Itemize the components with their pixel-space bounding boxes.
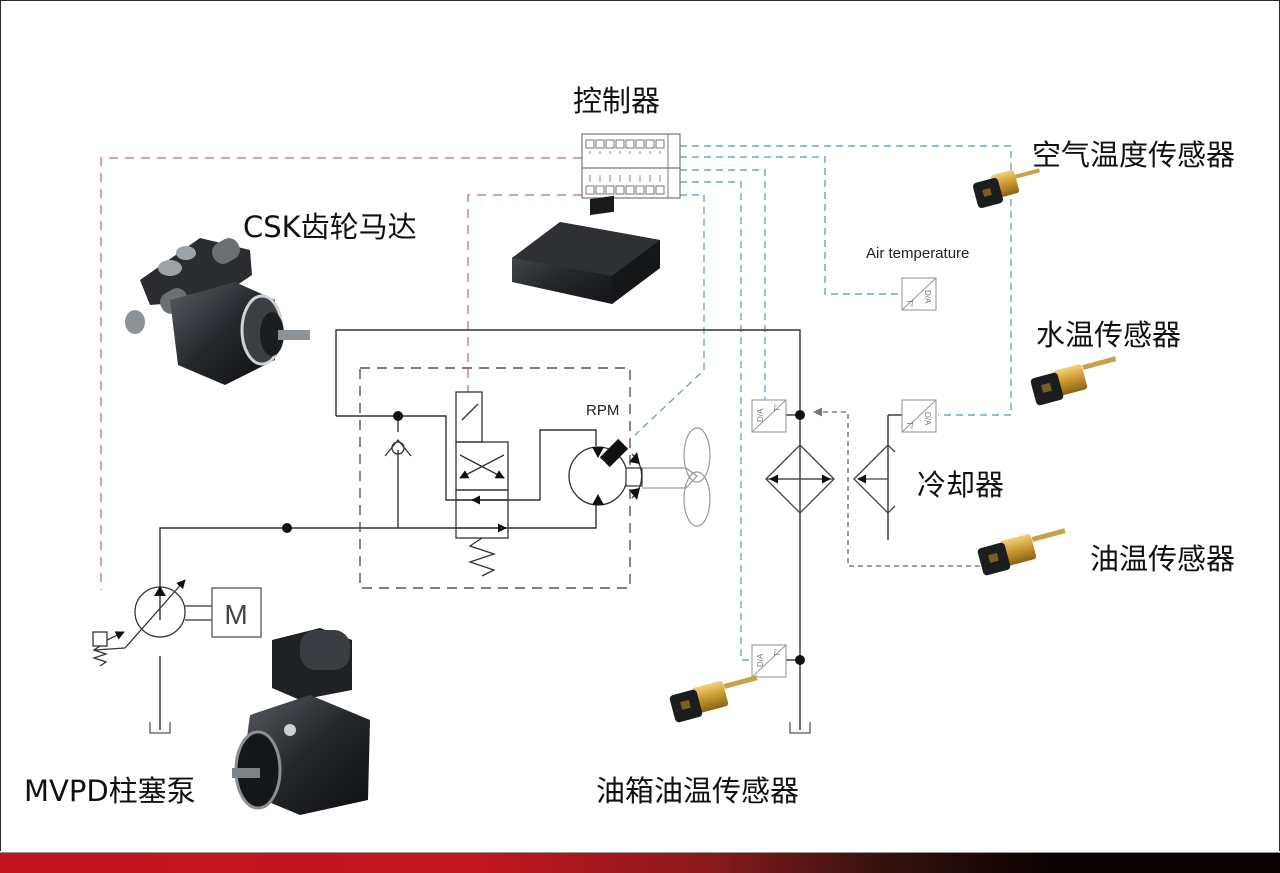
red-signal-lines [100,157,582,590]
signal-line-pump-control [100,157,582,590]
water-temp-sensor-label: 水温传感器 [1036,318,1182,352]
oil-temp-sensor-label: 油温传感器 [1090,542,1236,576]
signal-line-tank-temp [680,181,758,661]
da-converter-air [901,277,937,311]
da-label-air: D/A [923,290,932,304]
temp-label-oil: T° [773,404,782,412]
oil-temp-feedback-line [813,407,980,567]
ecu-box-icon[interactable] [512,195,660,304]
tank-icons [149,722,811,734]
cooler-icon [765,444,896,514]
signal-line-oil-temp [680,169,766,405]
temp-label-water: T° [905,421,914,429]
variable-pump-icon [91,579,212,667]
tank-icon-pump [149,722,171,734]
check-valve-icon [384,438,412,457]
oil-temp-sensor-photo[interactable] [977,528,1066,576]
motor-m-label: M [224,599,247,630]
signal-line-rpm [634,194,705,436]
air-temp-sensor-photo[interactable] [972,168,1040,209]
signal-line-valve-control [467,194,582,392]
controller-module-icon[interactable] [581,133,681,199]
da-label-water: D/A [923,412,932,426]
water-temp-sensor-photo[interactable] [1030,356,1117,406]
motor-supply-line [516,429,597,501]
pressure-line [159,504,597,620]
tank-oil-temp-sensor-label: 油箱油温传感器 [596,774,800,808]
junction-dots [282,410,805,665]
temp-label-tank: T° [773,649,782,657]
gear-motor-photo[interactable] [125,234,310,385]
da-label-oil: D/A [756,408,765,422]
fan-icon [642,427,711,527]
piston-pump-photo[interactable] [232,628,370,815]
line-to-valve-upper [336,415,516,501]
da-converter-tank [751,644,787,678]
electric-motor-icon [211,587,262,638]
signal-line-water-temp [680,145,1012,416]
da-label-tank: D/A [756,653,765,667]
controller-label: 控制器 [573,84,661,118]
tank-icon-cooler [789,722,811,734]
rpm-label: RPM [586,402,620,419]
rpm-sensor-icon [599,438,629,468]
proportional-valve-icon [455,391,509,577]
air-temperature-label: Air temperature [866,245,970,262]
da-converter-oil [751,399,787,433]
tank-oil-temp-sensor-photo[interactable] [669,675,758,723]
brand-footer-bar [0,852,1280,873]
blue-signal-lines [634,145,1012,661]
da-converter-water [901,399,937,433]
temp-label-air: T° [905,299,914,307]
return-line-top [335,329,801,416]
piston-pump-label: MVPD柱塞泵 [24,774,196,808]
air-temp-sensor-label: 空气温度传感器 [1032,138,1236,172]
signal-line-air-temp [680,156,902,295]
cooler-label: 冷却器 [917,468,1005,502]
gear-motor-label: CSK齿轮马达 [243,210,417,244]
hydraulic-lines [159,329,902,730]
